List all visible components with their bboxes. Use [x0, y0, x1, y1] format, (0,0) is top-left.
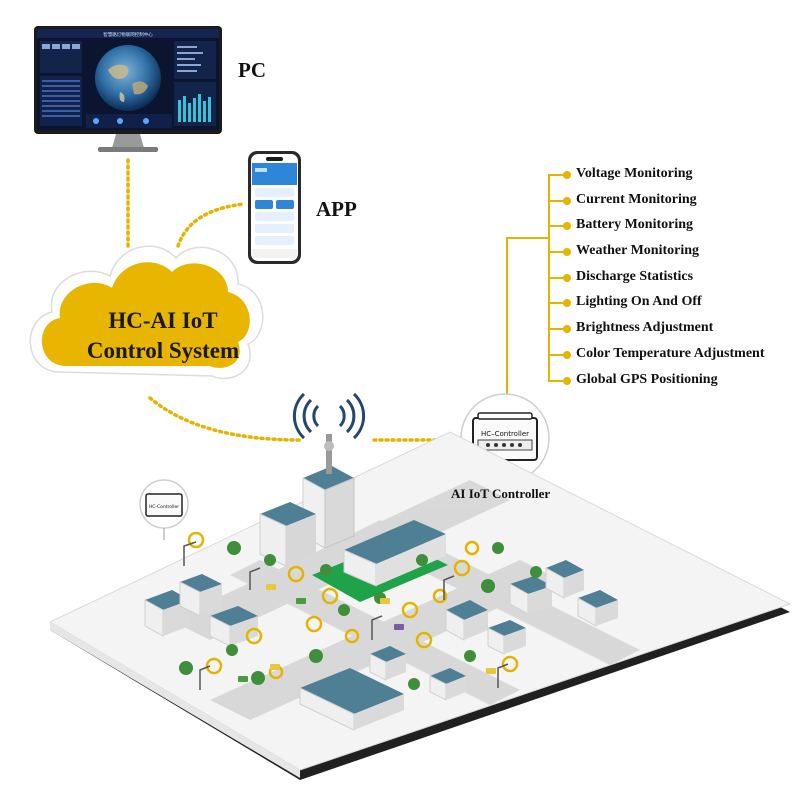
feature-item-lighting: Lighting On And Off [548, 292, 764, 318]
feature-item-battery: Battery Monitoring [548, 215, 764, 241]
feature-item-brightness: Brightness Adjustment [548, 318, 764, 344]
pc-monitor: 智慧路灯物联网控制中心 [34, 26, 222, 152]
smart-street-lamps [187, 531, 519, 680]
feature-item-color-temperature: Color Temperature Adjustment [548, 344, 764, 370]
smart-city-map: HC-Controller [48, 392, 792, 780]
feature-item-voltage: Voltage Monitoring [548, 164, 764, 190]
cloud-control-system [29, 245, 264, 380]
small-controller-text: HC-Controller [149, 504, 179, 510]
cloud-tower-link [148, 396, 302, 442]
small-controller-pin: HC-Controller [139, 479, 189, 540]
feature-item-discharge: Discharge Statistics [548, 267, 764, 293]
feature-bracket [506, 175, 550, 396]
app-label: APP [316, 197, 357, 221]
controller-device-text: HC–Controller [481, 430, 529, 438]
monitor-header-text: 智慧路灯物联网控制中心 [103, 31, 153, 38]
monitor-right-panel [174, 41, 216, 126]
feature-item-weather: Weather Monitoring [548, 241, 764, 267]
cloud-title-line2: Control System [86, 338, 240, 363]
monitor-left-panel [40, 41, 82, 126]
cloud-title: HC-AI IoT Control System [58, 306, 268, 366]
feature-list: Voltage Monitoring Current Monitoring Ba… [548, 164, 764, 395]
app-cloud-link [176, 202, 246, 248]
city-buildings [144, 502, 618, 731]
pc-label: PC [238, 58, 266, 82]
globe-icon [95, 45, 161, 111]
cloud-title-line1: HC-AI IoT [108, 308, 218, 333]
wireless-links [126, 158, 457, 442]
feature-item-current: Current Monitoring [548, 190, 764, 216]
controller-label: AI IoT Controller [451, 486, 551, 501]
broadcast-signal-icon [292, 392, 366, 440]
vehicles [238, 584, 496, 682]
smartphone-app [248, 151, 301, 264]
feature-item-gps: Global GPS Positioning [548, 370, 764, 396]
